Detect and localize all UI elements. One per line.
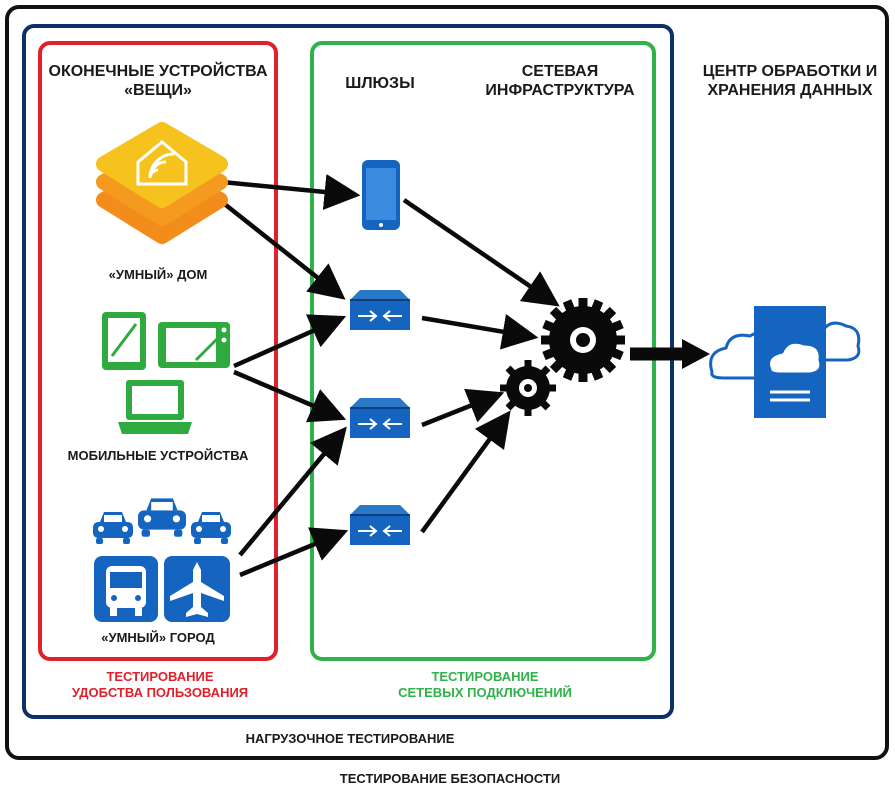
gear-icon	[500, 298, 625, 416]
arrow-home-to-phone	[221, 174, 361, 210]
smart-home-icon	[96, 122, 228, 244]
car-icon	[93, 498, 231, 544]
gateways-heading: ШЛЮЗЫ	[345, 75, 415, 92]
tablet-icon	[102, 312, 146, 370]
laptop-icon	[118, 380, 192, 434]
arrow-router3-to-gear	[420, 410, 511, 534]
load-testing-frame	[22, 24, 674, 719]
arrow-city-to-router2	[238, 426, 347, 557]
usability-testing-frame	[38, 41, 278, 661]
arrow-phone-to-gear	[402, 198, 560, 307]
network-testing-label: ТЕСТИРОВАНИЕ СЕТЕВЫХ ПОДКЛЮЧЕНИЙ	[398, 669, 572, 700]
arrow-home-to-router1	[220, 200, 346, 300]
graphics-tablet-icon	[158, 322, 230, 368]
datacenter-heading: ЦЕНТР ОБРАБОТКИ И ХРАНЕНИЯ ДАННЫХ	[702, 63, 878, 100]
network-infrastructure-heading: СЕТЕВАЯ ИНФРАСТРУКТУРА	[485, 63, 635, 100]
things-heading: ОКОНЕЧНЫЕ УСТРОЙСТВА «ВЕЩИ»	[48, 63, 268, 100]
smartphone-gateway-icon	[362, 160, 400, 230]
mobile-devices-label: МОБИЛЬНЫЕ УСТРОЙСТВА	[67, 448, 249, 463]
load-testing-label: НАГРУЗОЧНОЕ ТЕСТИРОВАНИЕ	[245, 731, 455, 746]
airplane-icon	[164, 556, 230, 622]
cloud-icon	[767, 340, 823, 376]
security-testing-frame	[5, 5, 889, 760]
router-gateway-icon	[349, 289, 411, 546]
connection-arrows	[220, 174, 560, 578]
security-testing-label: ТЕСТИРОВАНИЕ БЕЗОПАСНОСТИ	[339, 771, 561, 786]
arrow-mobile-to-router2	[233, 369, 347, 423]
smart-city-label: «УМНЫЙ» ГОРОД	[101, 630, 215, 645]
arrow-mobile-to-router1	[233, 314, 347, 369]
bus-icon	[94, 556, 158, 622]
arrow-router1-to-gear	[421, 313, 539, 350]
usability-testing-label: ТЕСТИРОВАНИЕ УДОБСТВА ПОЛЬЗОВАНИЯ	[71, 669, 249, 700]
arrow-city-to-router3	[239, 527, 349, 578]
smart-home-label: «УМНЫЙ» ДОМ	[108, 267, 208, 282]
arrow-router2-to-gear	[421, 388, 505, 428]
